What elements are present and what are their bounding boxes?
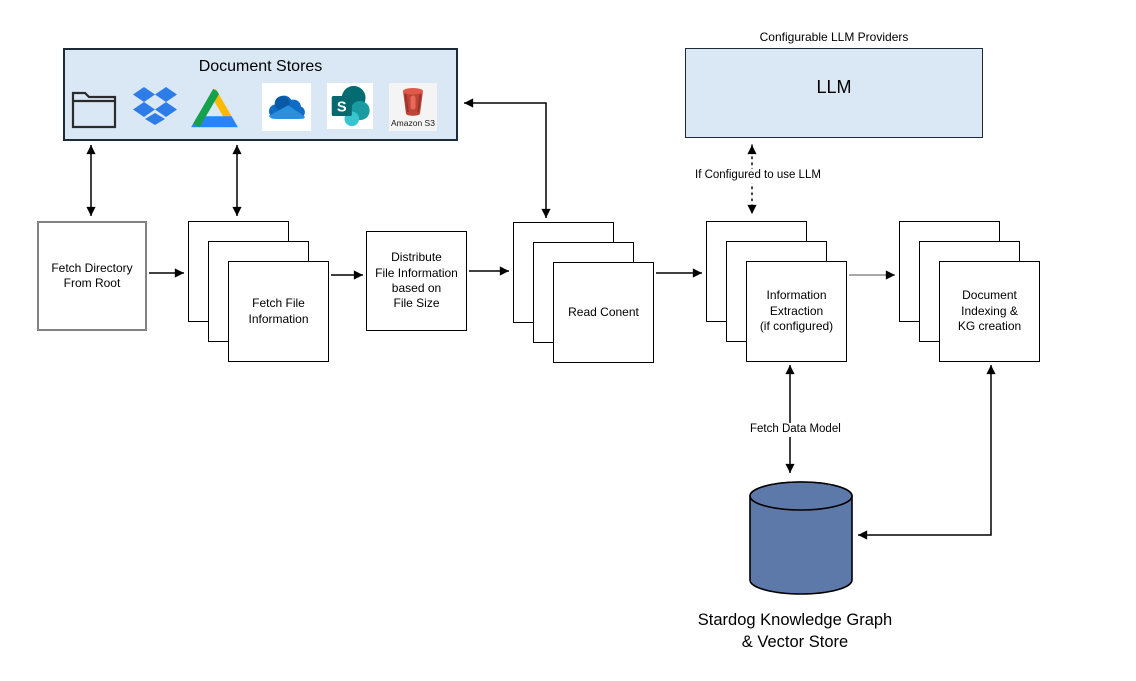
node-fetch-file-stack[interactable]: Fetch File Information xyxy=(188,221,330,363)
node-fetch-file-label: Fetch File Information xyxy=(248,295,309,326)
stardog-store-label: Stardog Knowledge Graph & Vector Store xyxy=(697,611,893,652)
node-info-extraction-stack[interactable]: Information Extraction (if configured) xyxy=(706,221,848,363)
sharepoint-letter: S xyxy=(337,99,347,115)
node-doc-indexing-label: Document Indexing & KG creation xyxy=(957,288,1022,334)
edge-label-llm-condition: If Configured to use LLM xyxy=(692,169,824,183)
folder-icon xyxy=(71,91,117,129)
node-info-extraction-label: Information Extraction (if configured) xyxy=(759,288,834,334)
llm-box[interactable]: LLM xyxy=(685,48,983,138)
google-drive-icon xyxy=(191,86,238,128)
node-doc-indexing[interactable]: Document Indexing & KG creation xyxy=(939,261,1040,362)
node-fetch-directory-label: Fetch Directory From Root xyxy=(51,260,133,290)
onedrive-icon xyxy=(262,83,311,131)
amazon-s3-icon: Amazon S3 xyxy=(389,83,437,131)
node-distribute[interactable]: Distribute File Information based on Fil… xyxy=(366,231,467,331)
llm-group-caption: Configurable LLM Providers xyxy=(759,30,909,44)
node-doc-indexing-stack[interactable]: Document Indexing & KG creation xyxy=(899,221,1041,363)
llm-label: LLM xyxy=(816,77,852,97)
edge-stardog-docindexing xyxy=(858,365,996,540)
amazon-s3-label: Amazon S3 xyxy=(391,117,435,128)
document-stores-title: Document Stores xyxy=(198,58,323,75)
dropbox-icon xyxy=(133,87,177,125)
node-read-content-label: Read Conent xyxy=(568,304,639,319)
node-distribute-label: Distribute File Information based on Fil… xyxy=(375,250,458,311)
node-info-extraction[interactable]: Information Extraction (if configured) xyxy=(746,261,847,362)
stardog-database-cylinder[interactable] xyxy=(748,480,854,596)
node-fetch-file[interactable]: Fetch File Information xyxy=(228,261,329,362)
node-fetch-directory[interactable]: Fetch Directory From Root xyxy=(37,221,147,331)
sharepoint-icon: S xyxy=(327,83,373,129)
node-read-content[interactable]: Read Conent xyxy=(553,262,654,363)
node-read-content-stack[interactable]: Read Conent xyxy=(513,222,655,364)
edge-stores-readcontent xyxy=(464,98,551,218)
edge-label-fetch-data-model: Fetch Data Model xyxy=(747,423,844,437)
